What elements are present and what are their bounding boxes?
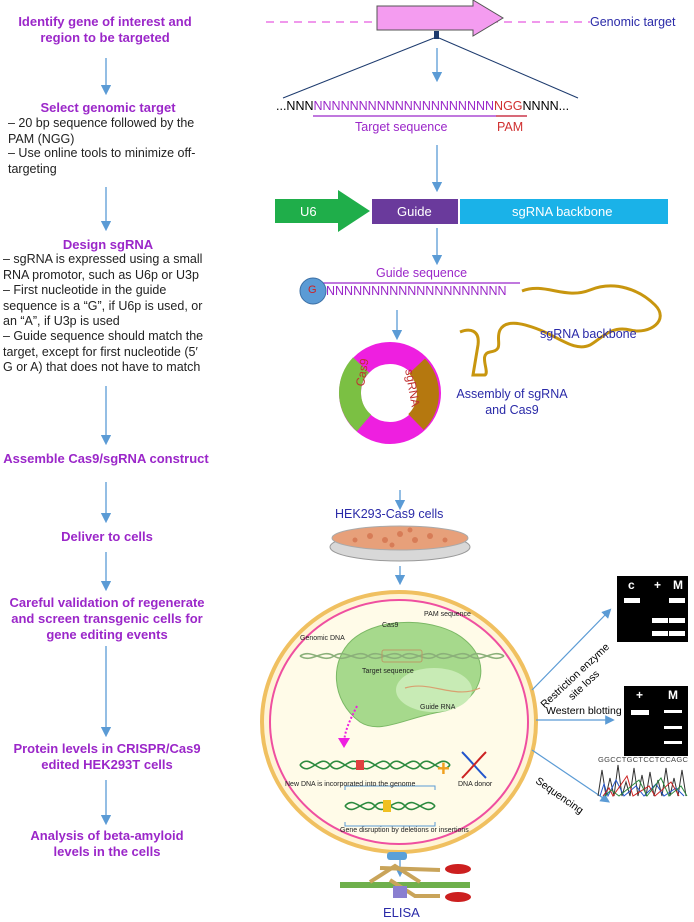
sequence-read: GGCCTGCTCCTCCAGC (598, 755, 689, 764)
seq-pam: NGG (494, 99, 523, 113)
plasmid-cas9-segment (338, 357, 372, 432)
g-nucleotide-circle (299, 277, 327, 305)
gel2-plus-label: + (636, 688, 644, 702)
genomic-dna-label: Genomic DNA (300, 635, 345, 642)
guide-rna-strand (404, 685, 481, 693)
new-dna-helix (299, 760, 451, 770)
gel-western (624, 686, 688, 756)
zoom-line-right (438, 37, 579, 99)
guide-rna-label: Guide RNA (420, 704, 456, 711)
zoom-line-left (282, 37, 435, 99)
guide-rna-lobe (396, 668, 472, 712)
guide-block (372, 199, 458, 224)
elisa-label: ELISA (383, 905, 420, 920)
step-design-line3: – Guide sequence should match the target… (3, 329, 204, 374)
step-deliver-title: Deliver to cells (61, 529, 153, 544)
sgrna-backbone-squiggle (459, 284, 662, 377)
step-validation-title: Careful validation of regenerate and scr… (9, 595, 205, 642)
step-select-line2: – Use online tools to minimize off-targe… (8, 146, 196, 176)
step-design-line2: – First nucleotide in the guide sequence… (3, 283, 203, 328)
cas9-cell-label: Cas9 (382, 622, 399, 629)
step-select-title: Select genomic target (40, 100, 176, 115)
cell-culture (331, 525, 469, 551)
elisa-illustration (340, 852, 471, 902)
step-design-title: Design sgRNA (62, 237, 154, 252)
seq-target: NNNNNNNNNNNNNNNNNNNN (313, 99, 495, 113)
gel1-c-label: c (628, 578, 635, 592)
target-dna-sequence: ...NNNNNNNNNNNNNNNNNNNNNNNNGGNNNN... (276, 99, 569, 113)
seq-right: NNNN... (522, 99, 570, 113)
pam-label: PAM (497, 120, 524, 134)
dna-donor-helix (461, 751, 487, 779)
gene-disruption-label: Gene disruption by deletions or insertio… (340, 827, 469, 834)
gel1-m-label: M (673, 578, 683, 592)
gel1-plus-label: + (654, 578, 662, 592)
guide-ns: NNNNNNNNNNNNNNNNNNNN (326, 284, 507, 298)
plus-sign-graphic: + (437, 756, 450, 781)
sgrna-backbone-label: sgRNA backbone (540, 327, 637, 341)
step-analysis-title: Analysis of beta-amyloid levels in the c… (30, 828, 184, 859)
assembly-label: Assembly of sgRNA and Cas9 (456, 386, 568, 418)
target-sequence-label: Target sequence (355, 120, 448, 134)
guide-sequence-label: Guide sequence (376, 266, 468, 280)
genomic-target-arrow (376, 0, 504, 37)
arrow-sequencing (531, 749, 610, 803)
g-letter: G (308, 284, 317, 296)
step-design-line1: – sgRNA is expressed using a small RNA p… (3, 252, 203, 282)
genomic-target-label: Genomic target (590, 15, 676, 29)
edit-arrow (343, 705, 358, 743)
step-assemble-title: Assemble Cas9/sgRNA construct (3, 451, 209, 466)
u6-label: U6 (300, 204, 317, 219)
step-select-line1: – 20 bp sequence followed by the PAM (NG… (8, 116, 195, 146)
pam-sequence-label: PAM sequence (424, 611, 471, 618)
assembly-line2: and Cas9 (485, 403, 539, 417)
target-seq-cell-label: Target sequence (362, 668, 414, 675)
u6-promoter-arrow (275, 190, 370, 232)
arrow-restriction (531, 608, 612, 691)
backbone-block (460, 199, 668, 224)
seq-left: ...NNN (276, 99, 314, 113)
dna-donor-label: DNA donor (458, 781, 493, 788)
new-dna-label: New DNA is incorporated into the genome (285, 781, 416, 788)
assembly-line1: Assembly of sgRNA (456, 387, 568, 401)
gel2-m-label: M (668, 688, 678, 702)
plasmid-sgrna-segment (407, 358, 439, 430)
step-protein-title: Protein levels in CRISPR/Cas9 edited HEK… (13, 741, 201, 772)
sequencing-chromatogram (597, 764, 688, 798)
backbone-bar-label: sgRNA backbone (512, 204, 613, 219)
cells-label: HEK293-Cas9 cells (335, 507, 444, 521)
step-identify-title: Identify gene of interest and region to … (18, 14, 192, 45)
guide-label: Guide (397, 204, 432, 219)
genomic-dna-helix (299, 652, 505, 660)
target-box (381, 649, 423, 663)
western-label: Western blotting (546, 705, 622, 717)
target-marker (434, 31, 439, 39)
